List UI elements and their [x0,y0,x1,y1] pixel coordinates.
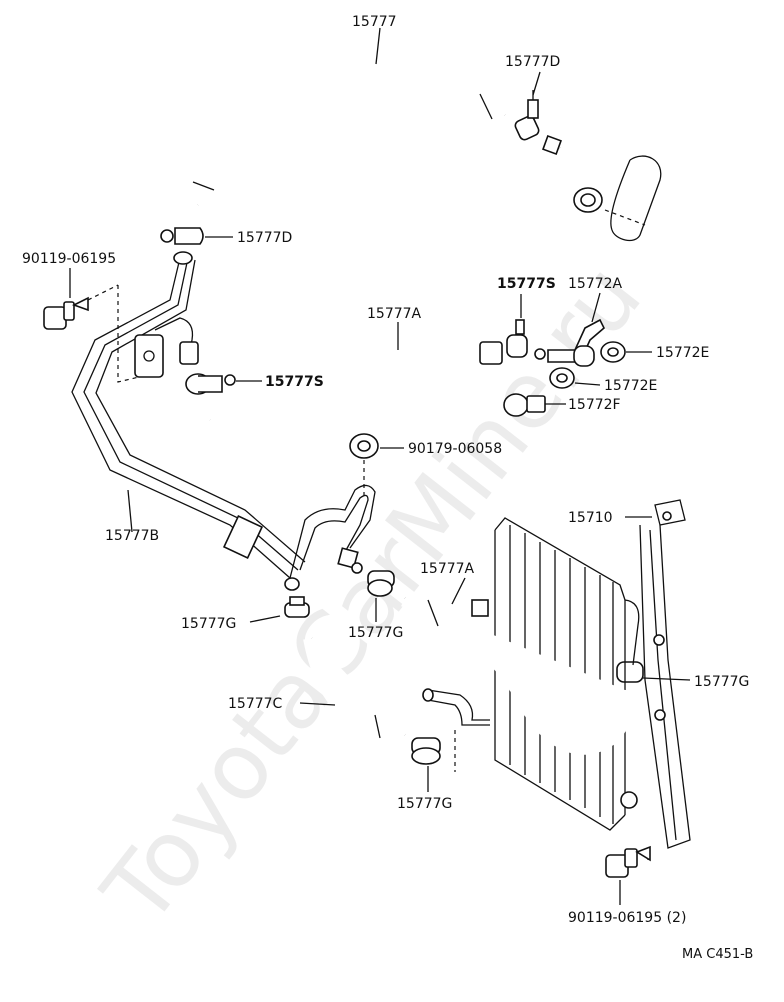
cushion-e1 [600,341,626,363]
leader-clamp-d-top [532,71,541,96]
junction-pipe [289,484,376,579]
label-15777: 15777 [352,14,397,30]
leader-cushion-e2 [574,382,601,386]
label-15772e-2: 15772E [604,378,657,394]
clamp-g-mid [367,570,395,597]
cushion-e2 [549,367,575,389]
clip-s-right [506,319,528,358]
oil-cooler-pipe [71,251,306,591]
label-90179-06058: 90179-06058 [408,441,502,457]
label-15777s-right: 15777S [497,276,556,292]
hose-a-upper [201,341,503,487]
label-15777b: 15777B [105,528,159,544]
clamp-g-left [284,596,310,618]
clip-s-left [185,373,236,395]
hose-a-lower [401,589,634,755]
bolt-f [503,393,546,417]
leader-hose-c [299,702,336,706]
top-hose [189,58,510,207]
label-15777g-mid: 15777G [348,625,403,641]
mounting-guide-left [117,285,161,383]
hose-c [303,636,408,744]
leader-bracket-a [591,292,601,323]
leader-hose-a-lower [451,577,466,605]
engine-hose-stub [604,155,662,242]
leader-clamp-g-left [249,615,281,623]
label-15777c: 15777C [228,696,283,712]
label-15772a: 15772A [568,276,623,292]
bolt-left [43,284,119,330]
label-90119-06195-left: 90119-06195 [22,251,116,267]
bracket-a [534,318,605,367]
label-15777a-lower: 15777A [420,561,475,577]
clamp-g-right [616,661,644,683]
nut [349,433,379,500]
label-15777s-left: 15777S [265,374,324,390]
figure-code: MA C451-B [682,947,753,962]
clamp-d-left [160,227,204,245]
bolt-bottom [605,845,651,878]
label-15777d-top: 15777D [505,54,560,70]
leader-clamp-g-right [642,677,691,681]
clamp-d-top [514,90,540,141]
label-90119-06195-bottom: 90119-06195 (2) [568,910,686,926]
label-15777g-right: 15777G [694,674,749,690]
cooler-inlet-fitting [422,688,490,772]
label-15777g-bottom: 15777G [397,796,452,812]
elbow-fitting [542,135,603,213]
leader-pipe-b [127,489,133,533]
label-15777d-left: 15777D [237,230,292,246]
label-15710: 15710 [568,510,613,526]
label-15772f: 15772F [568,397,621,413]
label-15772e-1: 15772E [656,345,709,361]
clamp-g-bottom [411,737,441,765]
label-15777g-left: 15777G [181,616,236,632]
leader-top-hose [375,27,381,65]
label-15777a-upper: 15777A [367,306,422,322]
